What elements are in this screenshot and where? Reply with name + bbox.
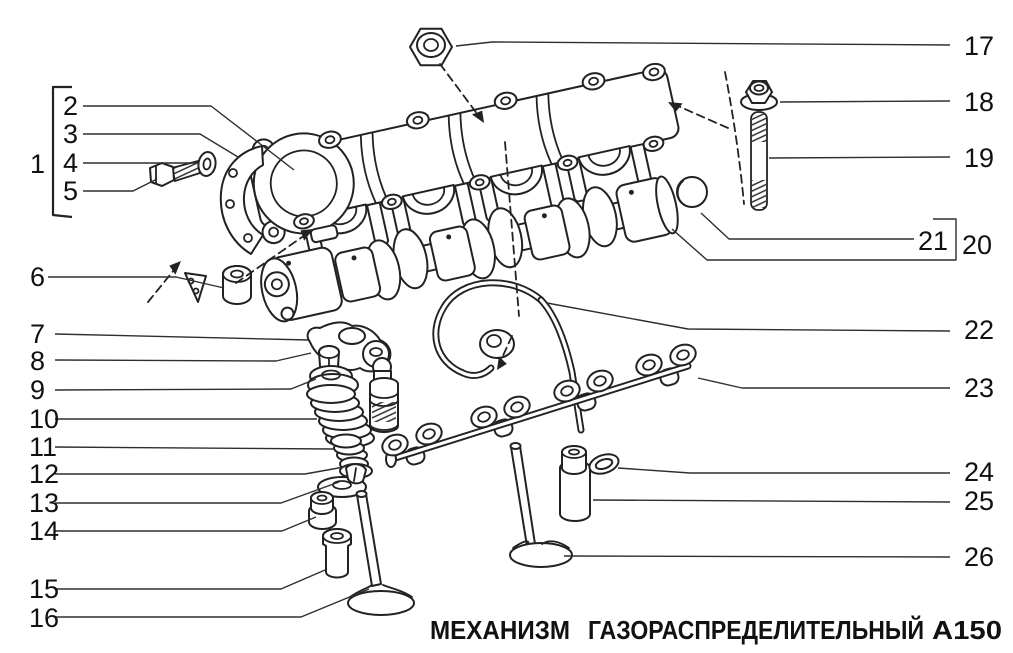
callout-17: 17 [964, 31, 994, 61]
callout-16: 16 [29, 603, 59, 633]
callout-5: 5 [63, 176, 78, 206]
callout-14: 14 [29, 516, 59, 546]
callout-6: 6 [30, 262, 45, 292]
camshaft-plug-drawing [676, 176, 708, 208]
figure-caption: МЕХАНИЗМ ГАЗОРАСПРЕДЕЛИТЕЛЬНЫЙ А150 [430, 615, 1002, 645]
callout-22: 22 [964, 315, 994, 345]
callout-9: 9 [30, 375, 45, 405]
valve-guide-right-drawing [559, 445, 591, 522]
outer-valve-spring-drawing [306, 384, 375, 448]
bolt-washer-drawing [197, 151, 217, 177]
callout-21-box [671, 218, 957, 261]
callout-numbers: 1 2 3 4 5 6 7 8 9 10 11 12 13 14 15 16 1… [29, 31, 994, 633]
thrust-plate-drawing [219, 145, 264, 255]
callout-23: 23 [964, 373, 994, 403]
valve-left-drawing [347, 490, 415, 616]
callout-21: 21 [918, 226, 948, 256]
stud-drawing [750, 111, 768, 211]
callout-10: 10 [29, 404, 59, 434]
callout-25: 25 [964, 486, 994, 516]
callout-2: 2 [63, 91, 78, 121]
caption-code-a150: А150 [932, 615, 1002, 645]
callout-20: 20 [962, 230, 992, 260]
cap-nut-drawing [409, 27, 453, 67]
lash-adjuster-drawing [369, 357, 399, 433]
collets-drawing [317, 463, 367, 498]
callout-4: 4 [63, 148, 78, 178]
valve-guide-left-drawing [322, 528, 352, 579]
caption-word-valvetrain: ГАЗОРАСПРЕДЕЛИТЕЛЬНЫЙ [588, 615, 924, 645]
callout-12: 12 [29, 459, 59, 489]
housing-stud-bosses [293, 62, 666, 230]
oil-pipe-drawing [432, 279, 585, 434]
callout-24: 24 [964, 457, 994, 487]
flange-bolt-drawing [149, 159, 202, 187]
housing-cap-splits [359, 93, 564, 204]
callout-3: 3 [63, 119, 78, 149]
callout-7: 7 [30, 319, 45, 349]
group-1-bracket [51, 85, 73, 219]
leader-lines [48, 41, 957, 618]
flanged-nut-drawing [740, 80, 778, 111]
callout-8: 8 [30, 346, 45, 376]
caption-word-mechanism: МЕХАНИЗМ [430, 615, 570, 645]
bushing-drawing [222, 265, 252, 305]
callout-15: 15 [29, 574, 59, 604]
assembly-direction-arrows [147, 63, 729, 370]
camshaft-drawing [260, 175, 679, 323]
o-ring-drawing [588, 453, 620, 475]
stud-guide-arc [724, 71, 745, 205]
valve-right-drawing [509, 442, 573, 568]
callout-18: 18 [964, 87, 994, 117]
lock-plate-tab-drawing [184, 272, 207, 303]
callout-13: 13 [29, 488, 59, 518]
callout-26: 26 [964, 542, 994, 572]
spring-bar-clips [381, 343, 697, 457]
spring-bar-drawing [381, 343, 697, 468]
callout-19: 19 [964, 143, 994, 173]
valve-stem-seal-drawing [308, 491, 337, 530]
callout-1: 1 [30, 149, 45, 179]
callout-11: 11 [29, 432, 57, 462]
